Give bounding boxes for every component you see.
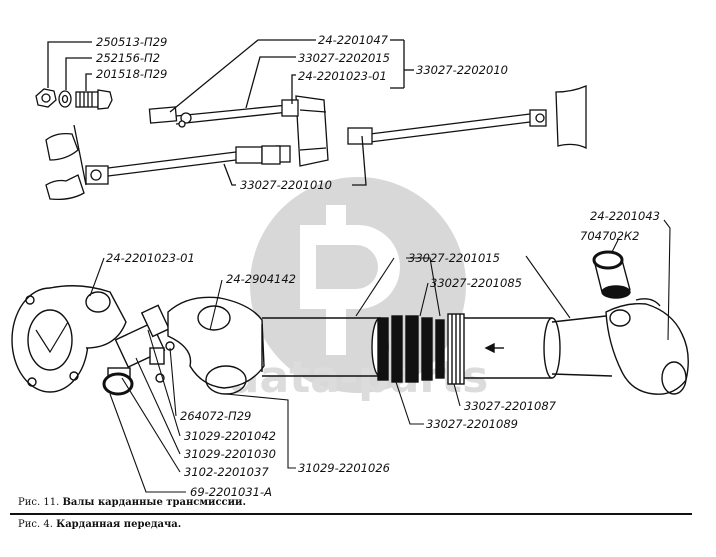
yoke-right [551, 298, 689, 395]
sleeve-part [464, 317, 561, 379]
label-bolt: 201518-П29 [96, 67, 167, 81]
part-labels: 250513-П29 252156-П2 201518-П29 24-22010… [96, 33, 660, 499]
label-cross-kit: 31029-2201030 [184, 447, 276, 461]
center-bearing [275, 95, 329, 167]
right-shaft-top [347, 109, 547, 145]
label-needle-bearing: 69-2201031-А [190, 485, 272, 499]
label-yoke-right: 24-2201043 [590, 209, 660, 223]
label-flange-top: 24-2201023-01 [298, 69, 387, 83]
front-shaft-lower [85, 145, 281, 185]
label-plug: 264072-П29 [180, 409, 251, 423]
caption-fig4-num: Рис. 4. [18, 519, 53, 530]
cross-joint [102, 304, 175, 396]
label-flange-main: 24-2201023-01 [106, 251, 195, 265]
leader-lines [89, 219, 671, 493]
label-washer: 252156-П2 [96, 51, 160, 65]
caption-fig11: Рис. 11. Валы карданные трансмиссии. [18, 497, 246, 508]
caption-fig4-title: Карданная передача. [56, 519, 182, 530]
caption-fig11-title: Валы карданные трансмиссии. [62, 497, 246, 508]
caption-fig11-num: Рис. 11. [18, 497, 60, 508]
bearing-cup-part [592, 250, 631, 299]
label-sleeve: 33027-2201087 [464, 399, 557, 413]
label-spline-seal: 33027-2201085 [430, 276, 522, 290]
yoke-main [167, 296, 265, 395]
bolt-part [75, 89, 113, 110]
top-assembly [35, 39, 587, 201]
label-shaft-top2: 33027-2202015 [298, 51, 390, 65]
label-shaft-top: 24-2201047 [318, 33, 389, 47]
caption-divider [10, 513, 692, 515]
watermark-text: data-parts [228, 352, 488, 403]
label-spider: 31029-2201042 [184, 429, 276, 443]
label-bearing-cup: 704702К2 [580, 229, 639, 243]
caption-fig4: Рис. 4. Карданная передача. [18, 519, 181, 530]
label-snap-ring: 3102-2201037 [184, 465, 269, 479]
label-nut: 250513-П29 [96, 35, 167, 49]
label-tube: 33027-2201015 [408, 251, 500, 265]
washer-part [58, 90, 72, 108]
label-shaft-front: 33027-2201010 [240, 178, 332, 192]
label-grease-fitting: 24-2904142 [226, 272, 296, 286]
rear-shaft-top [148, 103, 299, 128]
label-front-shaft-assy: 31029-2201026 [298, 461, 390, 475]
label-boot: 33027-2201089 [426, 417, 518, 431]
spline-rings [377, 313, 465, 385]
nut-part [35, 88, 57, 108]
label-assembly-top: 33027-2202010 [416, 63, 508, 77]
flange-main-part [11, 285, 127, 393]
